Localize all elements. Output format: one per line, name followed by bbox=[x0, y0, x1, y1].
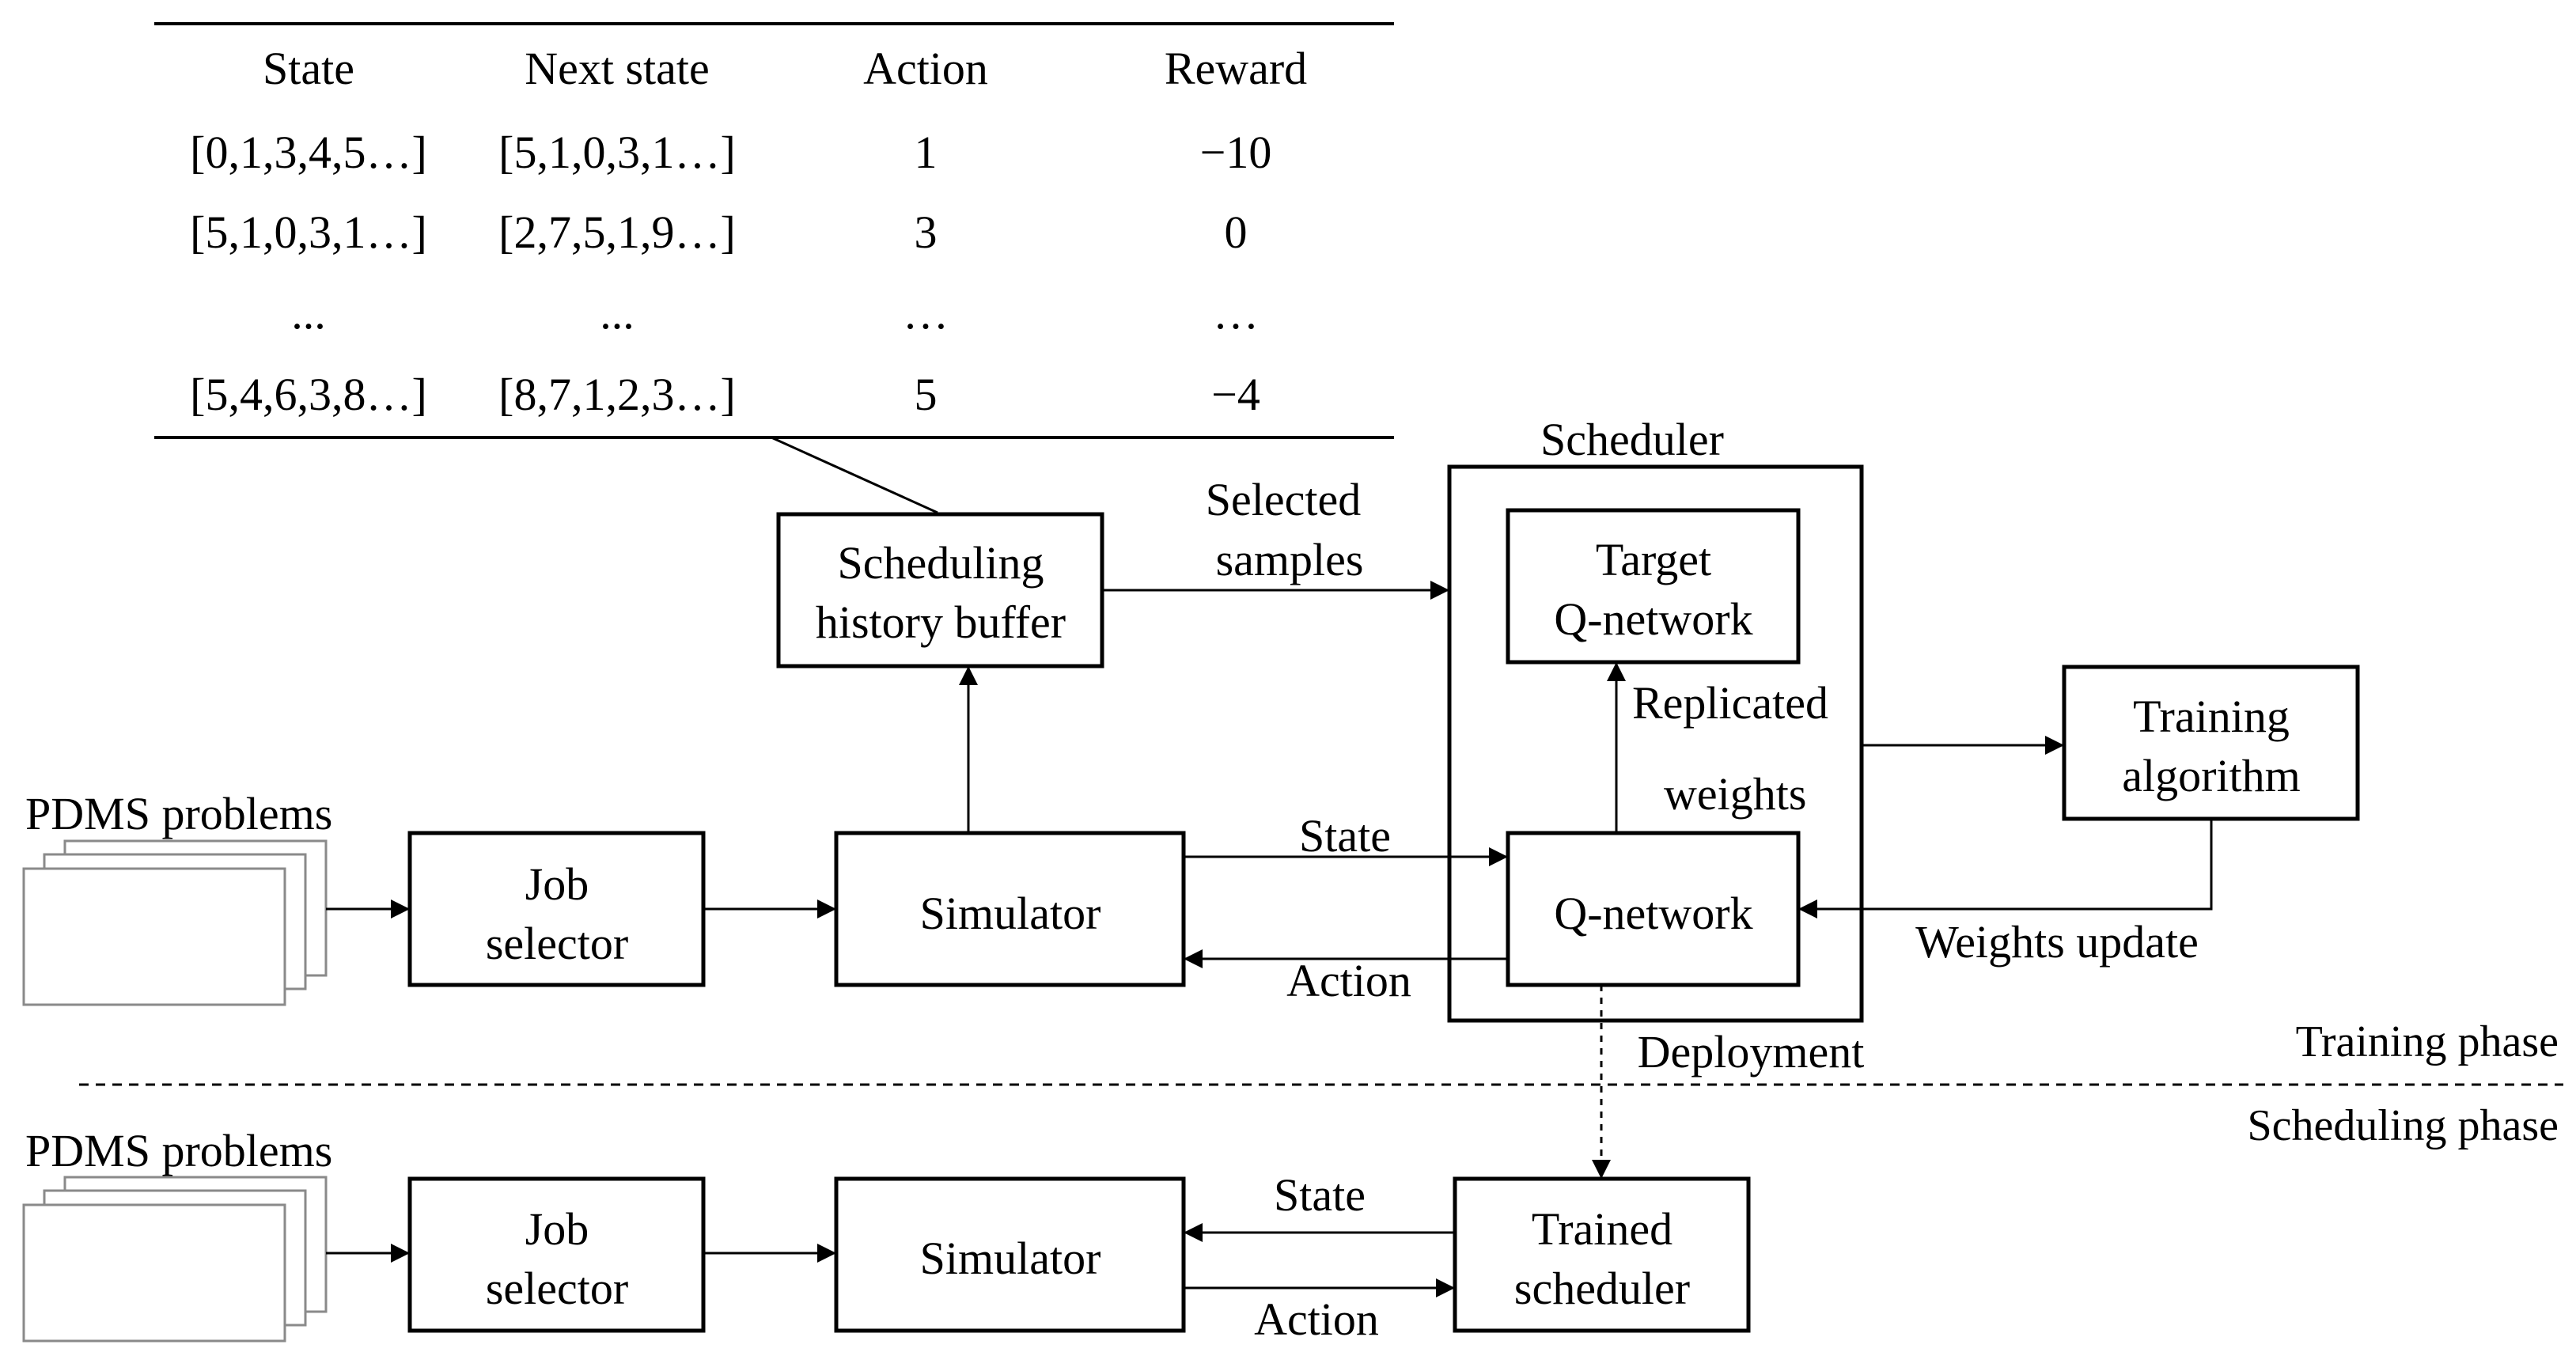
replicated-weights-label: Replicated bbox=[1632, 677, 1828, 729]
pdms-problems-label-scheduling: PDMS problems bbox=[25, 1125, 332, 1176]
job-selector-label: selector bbox=[486, 1263, 628, 1314]
table-cell: ... bbox=[291, 287, 326, 339]
replay-memory-table: State Next state Action Reward [0,1,3,4,… bbox=[154, 22, 1394, 439]
table-header-action: Action bbox=[863, 43, 988, 94]
table-header-next-state: Next state bbox=[525, 43, 710, 94]
training-phase-label: Training phase bbox=[2296, 1017, 2559, 1066]
target-q-network-box bbox=[1506, 508, 1801, 665]
table-header-state: State bbox=[263, 43, 354, 94]
table-cell: … bbox=[903, 287, 949, 339]
state-label-training: State bbox=[1299, 810, 1391, 862]
table-cell: [5,4,6,3,8…] bbox=[190, 369, 427, 420]
history-buffer-label: history buffer bbox=[816, 596, 1066, 648]
table-cell: ... bbox=[600, 287, 635, 339]
training-algorithm-label: Training bbox=[2133, 691, 2290, 742]
problem-sheet bbox=[22, 867, 286, 1006]
table-cell: [5,1,0,3,1…] bbox=[498, 127, 736, 178]
pdms-problems-stack-training bbox=[22, 839, 328, 1006]
scheduling-phase-label: Scheduling phase bbox=[2248, 1101, 2559, 1150]
job-selector-label: Job bbox=[525, 858, 589, 910]
job-selector-label: selector bbox=[486, 918, 628, 969]
action-label-training: Action bbox=[1286, 955, 1411, 1006]
target-q-network-label: Q-network bbox=[1554, 593, 1752, 645]
selected-samples-label: samples bbox=[1216, 534, 1364, 585]
trained-scheduler-box bbox=[1453, 1176, 1751, 1333]
table-cell: [2,7,5,1,9…] bbox=[498, 206, 736, 258]
table-cell: 0 bbox=[1225, 206, 1248, 258]
job-selector-label: Job bbox=[525, 1203, 589, 1255]
trained-scheduler-label: Trained bbox=[1532, 1203, 1673, 1255]
table-cell: [0,1,3,4,5…] bbox=[190, 127, 427, 178]
deployment-label: Deployment bbox=[1638, 1026, 1865, 1077]
simulator-box-scheduling bbox=[834, 1176, 1186, 1333]
table-cell: [5,1,0,3,1…] bbox=[190, 206, 427, 258]
table-callout-line bbox=[771, 436, 938, 514]
q-network-label: Q-network bbox=[1554, 888, 1752, 939]
replicated-weights-label: weights bbox=[1664, 768, 1806, 820]
q-network-box bbox=[1506, 831, 1801, 987]
table-cell: −4 bbox=[1211, 369, 1260, 420]
selected-samples-label: Selected bbox=[1206, 474, 1361, 525]
trained-scheduler-label: scheduler bbox=[1514, 1263, 1690, 1314]
table-cell: [8,7,1,2,3…] bbox=[498, 369, 736, 420]
target-q-network-label: Target bbox=[1596, 534, 1711, 585]
simulator-label: Simulator bbox=[920, 888, 1101, 939]
history-buffer-label: Scheduling bbox=[838, 537, 1044, 589]
scheduler-label: Scheduler bbox=[1540, 414, 1724, 465]
state-label-scheduling: State bbox=[1274, 1169, 1366, 1221]
table-cell: … bbox=[1213, 287, 1259, 339]
problem-sheet bbox=[22, 1203, 286, 1343]
weights-update-label: Weights update bbox=[1915, 916, 2199, 968]
table-cell: 5 bbox=[915, 369, 938, 420]
table-header-reward: Reward bbox=[1165, 43, 1307, 94]
simulator-label: Simulator bbox=[920, 1233, 1101, 1284]
pdms-problems-stack-scheduling bbox=[22, 1176, 328, 1343]
training-algorithm-label: algorithm bbox=[2122, 750, 2301, 801]
table-cell: −10 bbox=[1200, 127, 1272, 178]
pdms-problems-label-training: PDMS problems bbox=[25, 788, 332, 839]
job-selector-box-scheduling bbox=[407, 1176, 706, 1333]
arrow-weights-update bbox=[1798, 819, 2213, 918]
action-label-scheduling: Action bbox=[1254, 1293, 1379, 1345]
table-cell: 1 bbox=[915, 127, 938, 178]
table-cell: 3 bbox=[915, 206, 938, 258]
